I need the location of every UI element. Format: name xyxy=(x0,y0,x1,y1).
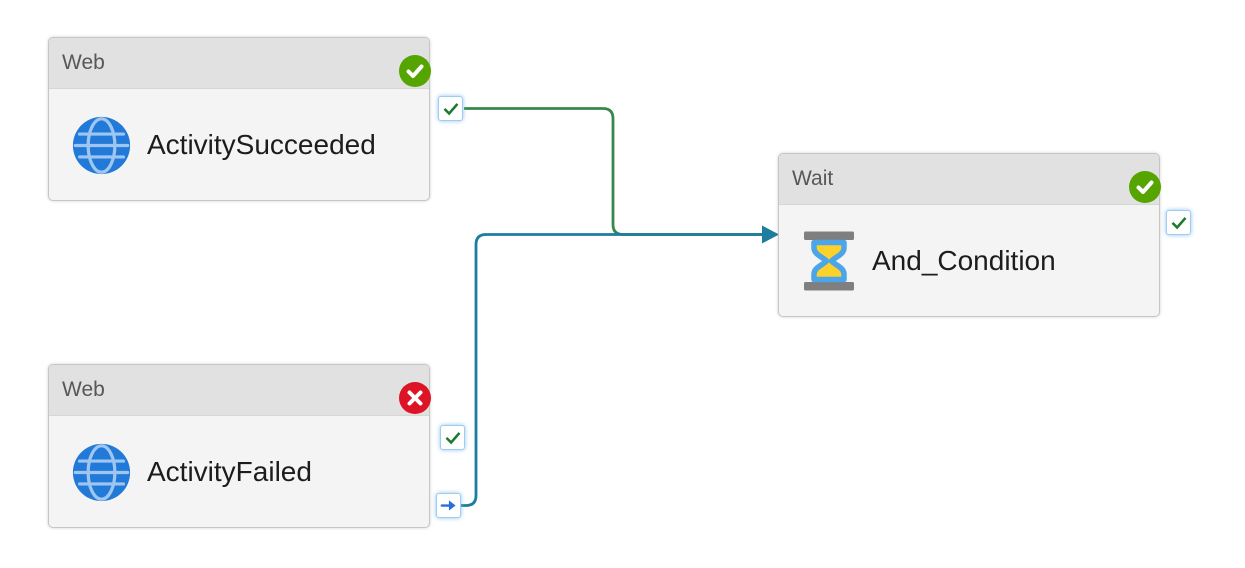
port-completion-activityfailed[interactable] xyxy=(436,493,461,518)
edge-completion-activityfailed-to-andcondition[interactable] xyxy=(459,233,763,507)
node-header: Web xyxy=(49,365,429,416)
hourglass-icon xyxy=(804,231,854,291)
node-header: Web xyxy=(49,38,429,89)
globe-icon xyxy=(72,116,131,174)
activity-name: ActivitySucceeded xyxy=(147,129,376,160)
port-success-activityfailed[interactable] xyxy=(440,425,465,450)
node-body: And_Condition xyxy=(779,205,1159,317)
check-icon xyxy=(443,102,458,115)
activity-node-activitysucceeded[interactable]: Web ActivitySucceeded xyxy=(48,37,431,201)
edge-success-activitysucceeded-to-andcondition[interactable] xyxy=(464,107,768,236)
activity-name: ActivityFailed xyxy=(147,456,312,487)
activity-type-label: Web xyxy=(62,51,105,74)
port-success-andcondition[interactable] xyxy=(1166,210,1191,235)
node-body: ActivityFailed xyxy=(49,416,429,528)
success-check-badge xyxy=(1129,171,1161,203)
node-header: Wait xyxy=(779,154,1159,205)
check-icon xyxy=(445,431,460,444)
port-success-activitysucceeded[interactable] xyxy=(438,96,463,121)
check-icon xyxy=(1171,216,1186,229)
success-check-badge xyxy=(399,55,431,87)
activity-type-label: Web xyxy=(62,378,105,401)
activity-node-activityfailed[interactable]: Web ActivityFailed xyxy=(48,364,431,528)
failure-x-badge xyxy=(399,382,431,414)
node-body: ActivitySucceeded xyxy=(49,89,429,201)
globe-icon xyxy=(72,443,131,501)
completion-arrow-icon xyxy=(440,500,456,511)
activity-node-andcondition[interactable]: Wait And_Condition xyxy=(778,153,1161,317)
activity-name: And_Condition xyxy=(872,245,1056,276)
activity-type-label: Wait xyxy=(792,167,834,190)
